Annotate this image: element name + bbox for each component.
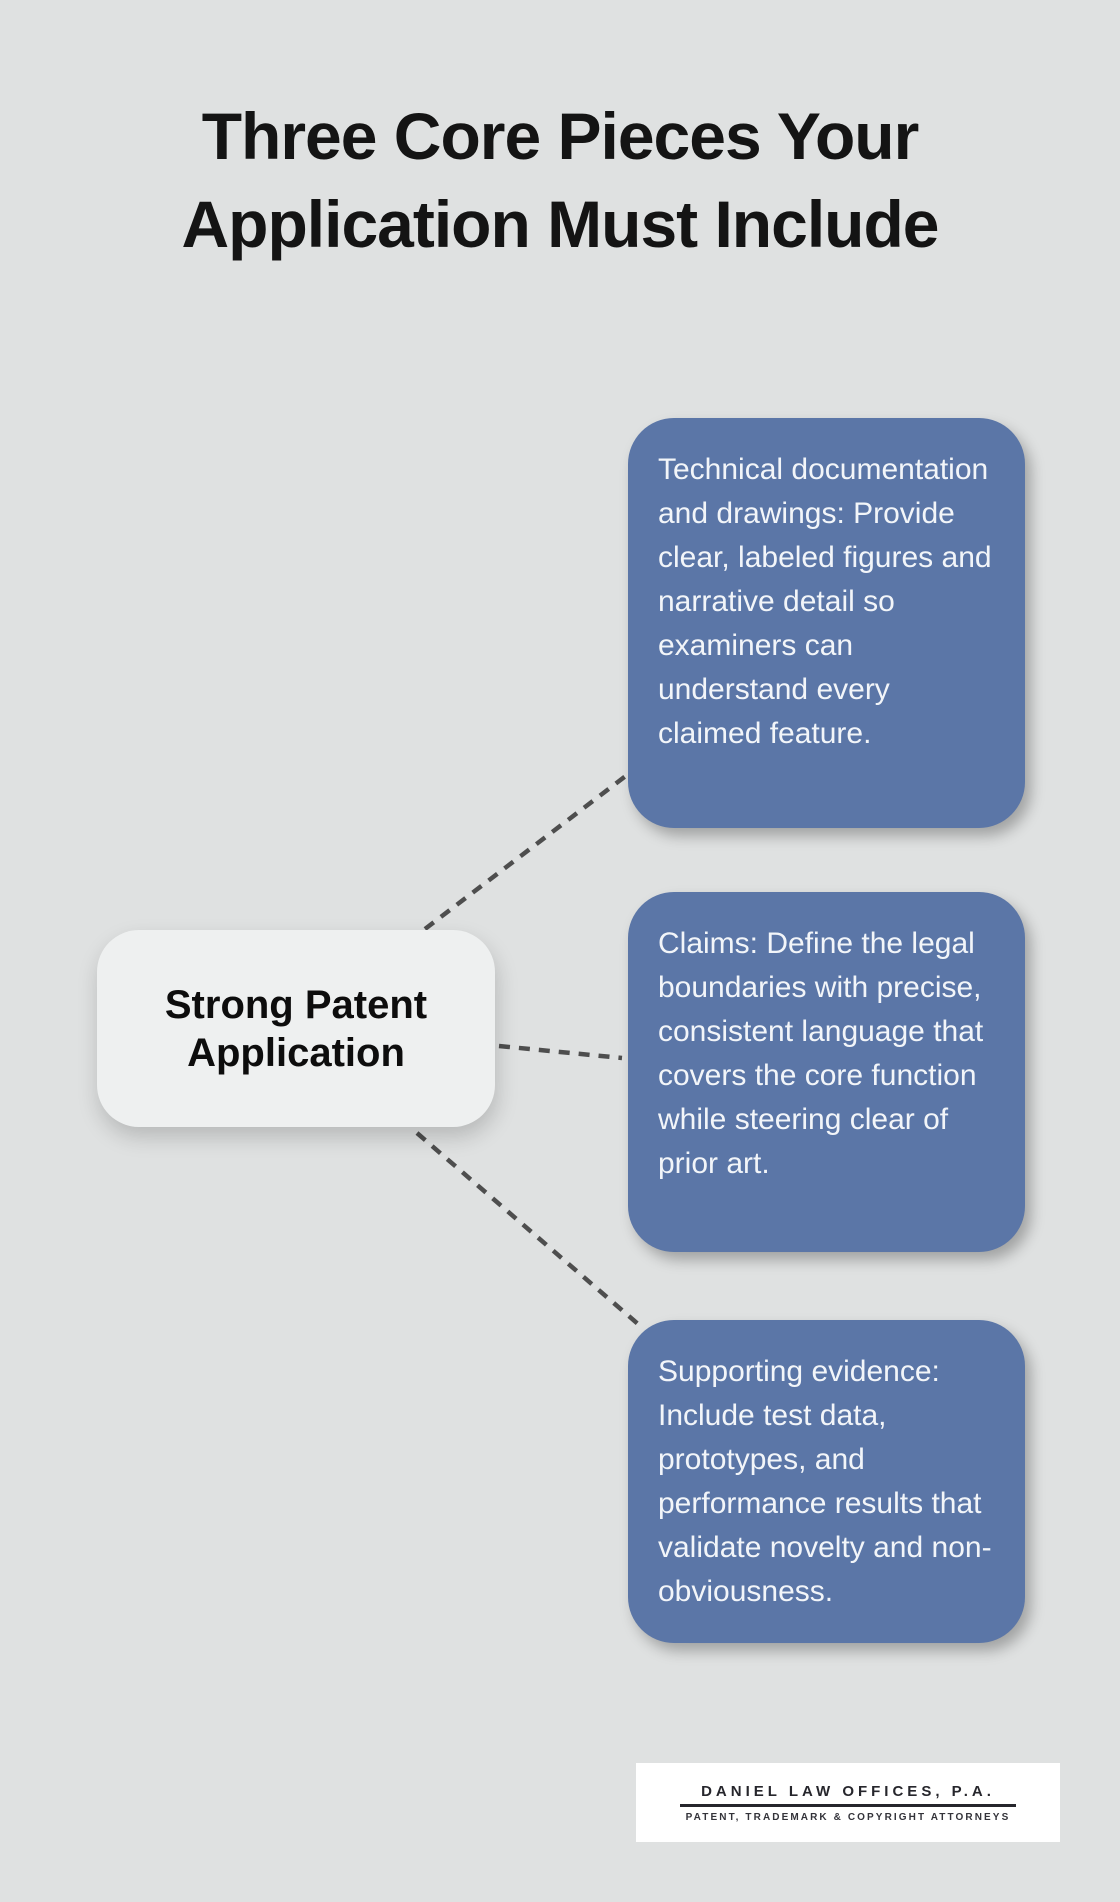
logo-company-name: DANIEL LAW OFFICES, P.A. <box>701 1782 995 1800</box>
connector-line-top <box>423 773 629 931</box>
central-node-label: Strong Patent Application <box>164 982 428 1075</box>
card-claims-text: Claims: Define the legal boundaries with… <box>658 927 984 1180</box>
page-title-line-1: Three Core Pieces Your <box>201 99 920 173</box>
card-supporting-evidence-text: Supporting evidence: Include test data, … <box>658 1355 992 1608</box>
card-technical-documentation: Technical documentation and drawings: Pr… <box>628 418 1025 828</box>
card-claims: Claims: Define the legal boundaries with… <box>628 892 1025 1252</box>
card-technical-documentation-text: Technical documentation and drawings: Pr… <box>658 453 992 750</box>
page-title-line-2: Application Must Include <box>181 187 939 261</box>
connector-line-middle <box>498 1043 623 1061</box>
connector-line-bottom <box>415 1131 640 1326</box>
central-node-strong-patent-application: Strong Patent Application <box>97 930 495 1127</box>
page-title: Three Core Pieces Your Application Must … <box>0 92 1120 268</box>
logo-tagline: PATENT, TRADEMARK & COPYRIGHT ATTORNEYS <box>685 1811 1011 1823</box>
card-supporting-evidence: Supporting evidence: Include test data, … <box>628 1320 1025 1643</box>
logo-divider-rule <box>680 1803 1016 1807</box>
company-logo: DANIEL LAW OFFICES, P.A. PATENT, TRADEMA… <box>636 1763 1060 1842</box>
